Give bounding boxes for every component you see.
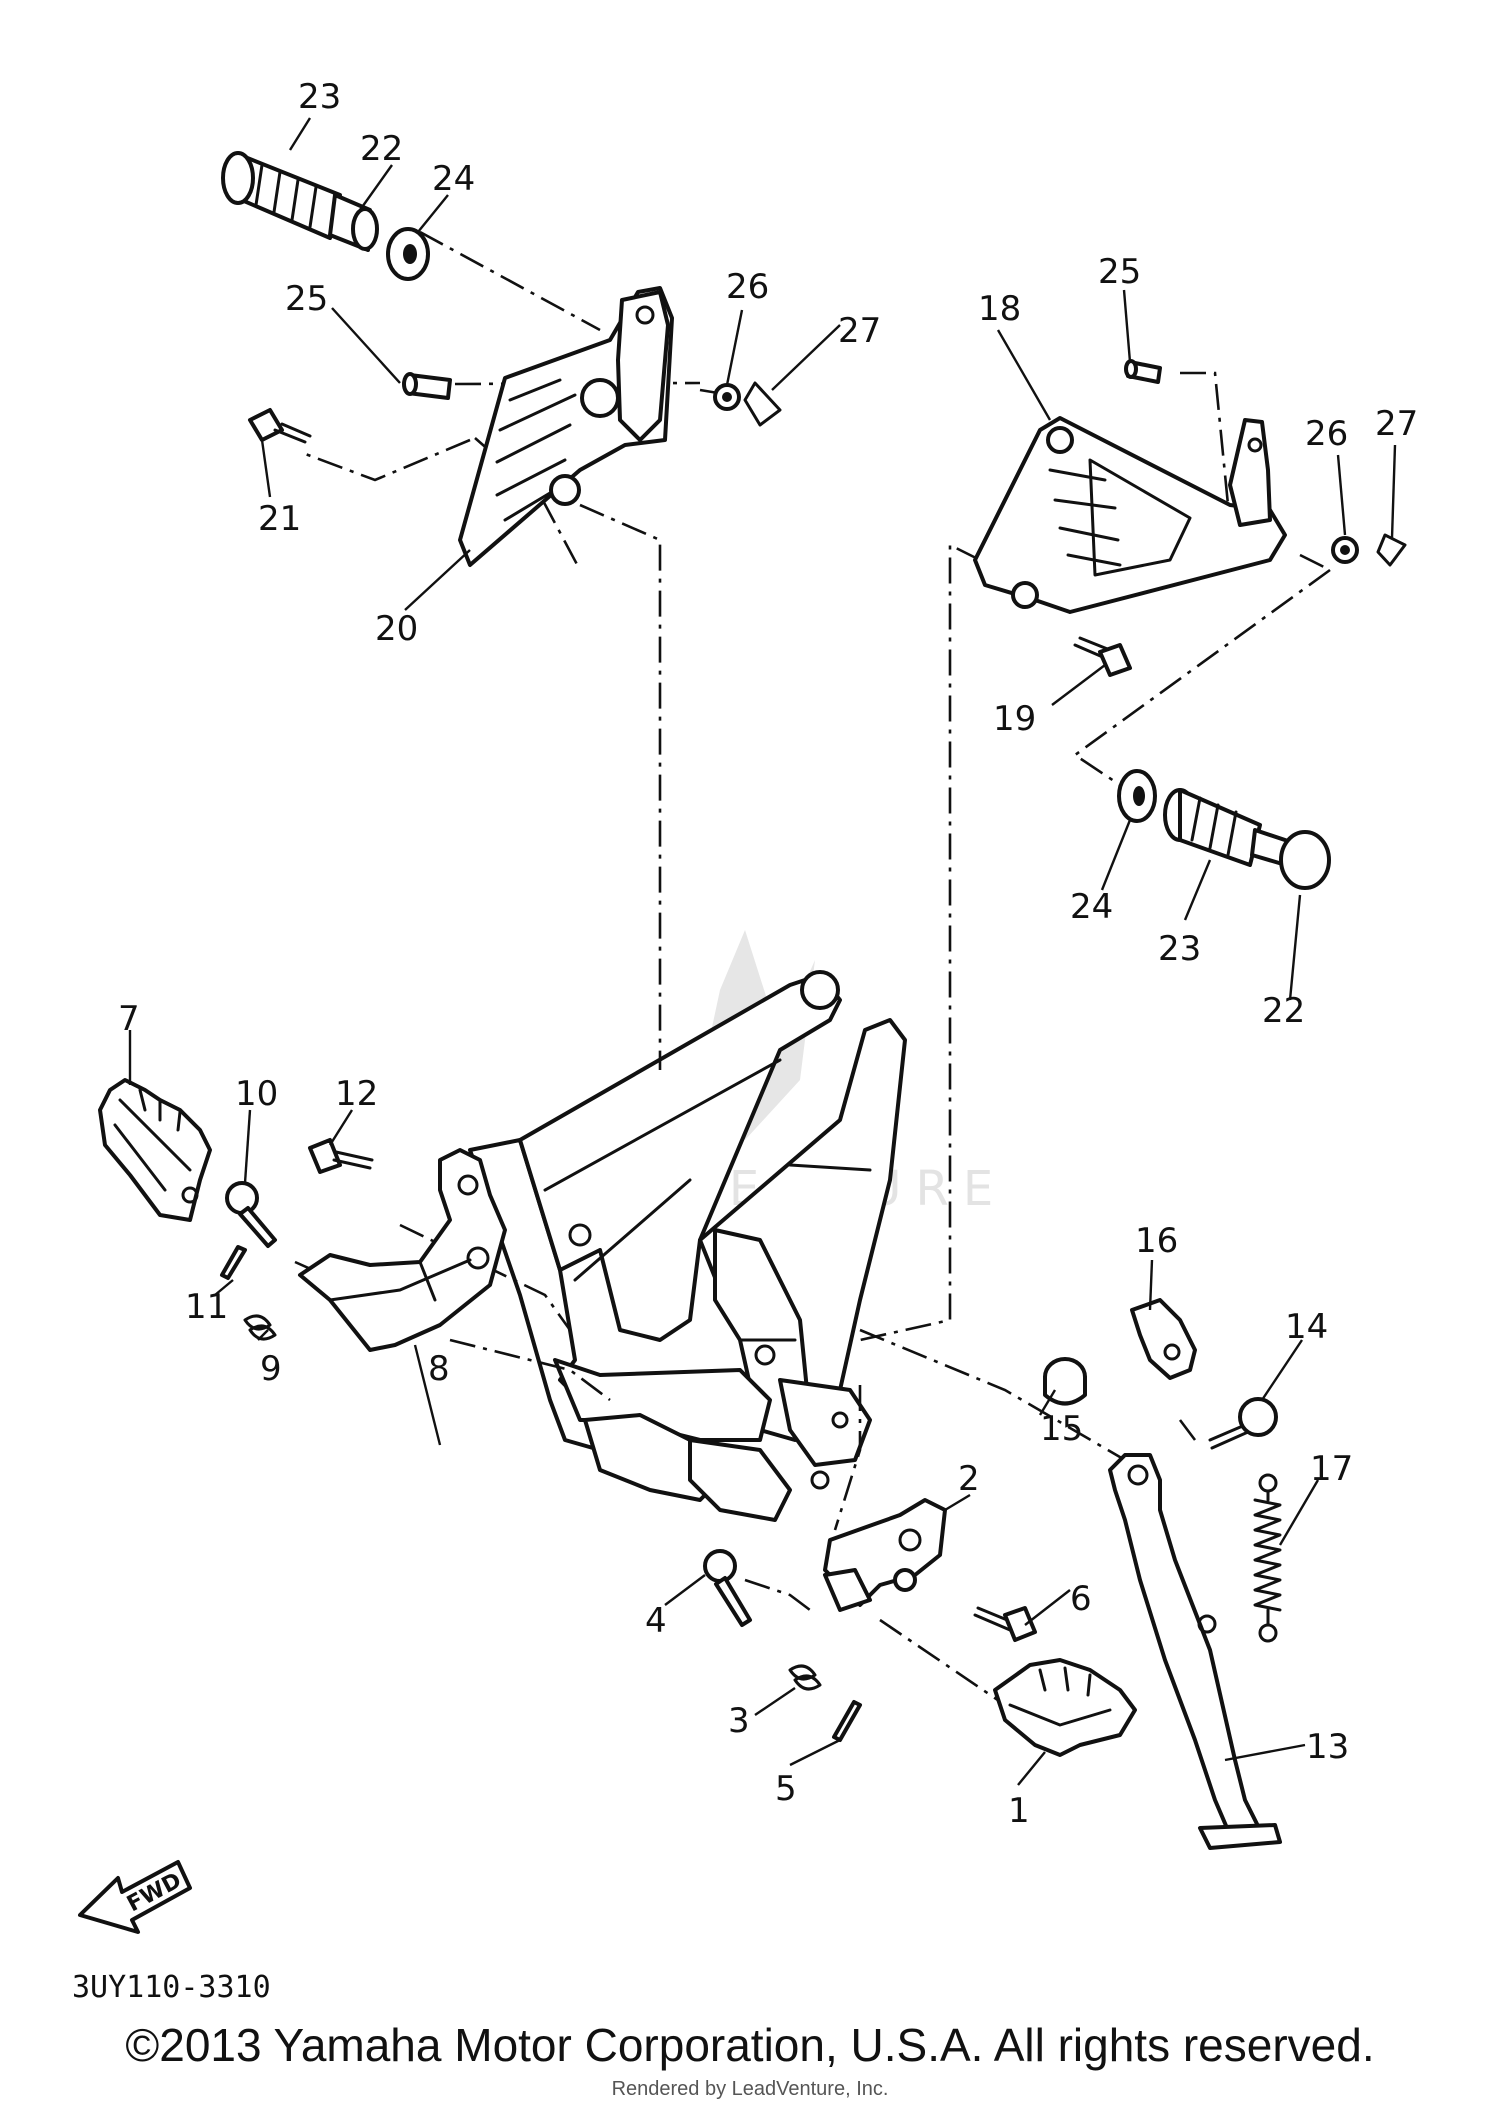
diagram-code: 3UY110-3310	[72, 1970, 271, 2005]
frame	[468, 970, 907, 1522]
callout-2: 2	[958, 1459, 980, 1499]
callout-27: 27	[838, 311, 881, 351]
callout-21: 21	[258, 499, 301, 539]
right-footpeg-pin	[1163, 788, 1331, 890]
right-spring-3	[788, 1664, 822, 1691]
callout-17: 17	[1310, 1449, 1353, 1489]
leader-lines	[128, 117, 1397, 1786]
callout-18: 18	[978, 289, 1021, 329]
callout-10: 10	[235, 1074, 278, 1114]
right-footrest-bracket	[973, 416, 1287, 614]
stand-bracket-16	[1130, 1298, 1197, 1380]
callout-26b: 26	[1305, 414, 1348, 454]
callout-7: 7	[118, 999, 140, 1039]
callout-5: 5	[775, 1769, 797, 1809]
right-washer-24	[1117, 769, 1157, 823]
left-bolt-21	[248, 408, 312, 444]
right-pin-25	[1124, 359, 1162, 384]
callout-12: 12	[335, 1074, 378, 1114]
callout-15: 15	[1040, 1409, 1083, 1449]
callout-24: 24	[432, 159, 475, 199]
right-cotter-27	[1376, 533, 1407, 567]
callout-13: 13	[1306, 1727, 1349, 1767]
left-footpeg-7	[98, 1078, 212, 1222]
callout-16: 16	[1135, 1221, 1178, 1261]
left-footpeg-pin	[221, 151, 379, 252]
left-spring-9	[243, 1314, 277, 1341]
callout-8: 8	[428, 1349, 450, 1389]
left-pin-10	[225, 1181, 277, 1248]
left-pin-25	[402, 372, 452, 400]
right-bolt-19	[1073, 636, 1132, 677]
right-pin-4	[703, 1549, 752, 1627]
right-bolt-6	[973, 1606, 1037, 1642]
callout-25b: 25	[1098, 252, 1141, 292]
callout-22b: 22	[1262, 991, 1305, 1031]
left-washer-26	[713, 383, 741, 411]
left-bolt-12	[308, 1138, 374, 1174]
left-footrest-bracket	[458, 286, 674, 567]
callout-6: 6	[1070, 1579, 1092, 1619]
callout-9: 9	[260, 1349, 282, 1389]
callout-27b: 27	[1375, 404, 1418, 444]
callout-3: 3	[728, 1701, 750, 1741]
callout-23b: 23	[1158, 929, 1201, 969]
fwd-arrow-icon: FWD	[78, 1860, 192, 1934]
callout-4: 4	[645, 1601, 667, 1641]
copyright-notice: ©2013 Yamaha Motor Corporation, U.S.A. A…	[125, 2019, 1375, 2071]
callout-1: 1	[1008, 1791, 1030, 1831]
rendered-by-notice: Rendered by LeadVenture, Inc.	[611, 2078, 889, 2100]
callout-19: 19	[993, 699, 1036, 739]
callout-24b: 24	[1070, 887, 1113, 927]
right-spring-joint	[823, 1568, 872, 1612]
callout-23: 23	[298, 77, 341, 117]
callout-22: 22	[360, 129, 403, 169]
sidestand-13	[1108, 1453, 1282, 1850]
right-footpeg-1	[993, 1658, 1137, 1757]
stand-bolt-14	[1208, 1397, 1278, 1450]
left-cotter-27	[743, 381, 782, 427]
callouts: 23 22 24 25 26 27 21 20 18 25 26 27 19 2…	[118, 77, 1418, 1831]
left-cotter-11	[220, 1245, 247, 1280]
left-washer	[386, 227, 430, 281]
right-cotter-5	[832, 1700, 862, 1742]
callout-11: 11	[185, 1287, 228, 1327]
callout-25: 25	[285, 279, 328, 319]
left-bracket-8	[298, 1148, 507, 1352]
callout-20: 20	[375, 609, 418, 649]
stand-spring-17	[1253, 1473, 1282, 1643]
callout-14: 14	[1285, 1307, 1328, 1347]
callout-26: 26	[726, 267, 769, 307]
stand-collar-15	[1043, 1357, 1087, 1406]
right-washer-26	[1331, 536, 1359, 564]
